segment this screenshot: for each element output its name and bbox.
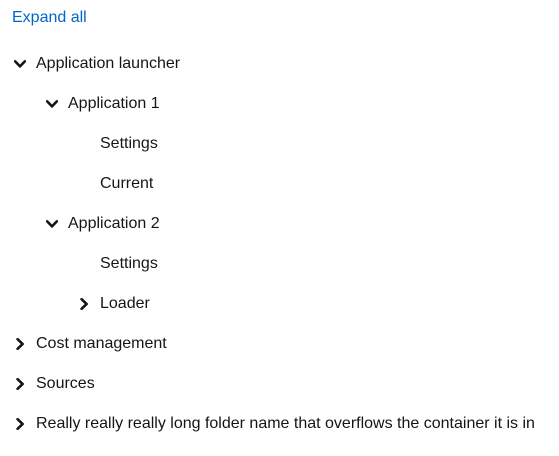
tree-item-sources[interactable]: Sources [0,364,559,404]
tree-item-app1-settings[interactable]: Settings [0,124,559,164]
tree-item-label: Settings [100,135,158,152]
chevron-down-icon[interactable] [36,84,68,124]
tree-view: Application launcher Application 1 Setti… [0,44,559,444]
tree-item-label: Application 1 [68,95,160,112]
tree-item-label: Loader [100,295,150,312]
chevron-right-icon[interactable] [4,324,36,364]
tree-item-app1-current[interactable]: Current [0,164,559,204]
tree-item-label: Application launcher [36,55,181,72]
chevron-right-icon[interactable] [4,364,36,404]
chevron-right-icon[interactable] [68,284,100,324]
tree-item-cost-management[interactable]: Cost management [0,324,559,364]
chevron-right-icon[interactable] [4,404,36,444]
tree-item-application-2[interactable]: Application 2 [0,204,559,244]
tree-item-label: Settings [100,255,158,272]
tree-item-label: Cost management [36,335,167,352]
tree-item-label: Sources [36,375,95,392]
chevron-down-icon[interactable] [36,204,68,244]
tree-item-long-folder[interactable]: Really really really long folder name th… [0,404,559,444]
tree-item-label: Application 2 [68,215,160,232]
tree-item-loader[interactable]: Loader [0,284,559,324]
expand-all-button[interactable]: Expand all [12,9,87,26]
tree-item-app2-settings[interactable]: Settings [0,244,559,284]
tree-item-application-1[interactable]: Application 1 [0,84,559,124]
chevron-down-icon[interactable] [4,44,36,84]
tree-item-label: Really really really long folder name th… [36,415,535,432]
tree-item-application-launcher[interactable]: Application launcher [0,44,559,84]
tree-item-label: Current [100,175,154,192]
